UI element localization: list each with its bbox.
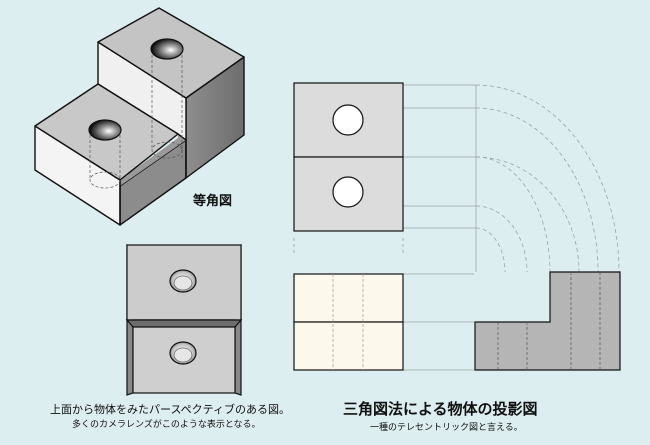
persp-lower-hole-inner bbox=[173, 347, 193, 363]
projection-arcs bbox=[475, 84, 620, 273]
iso-upper-hole bbox=[150, 38, 184, 60]
perspective-view bbox=[125, 243, 243, 396]
iso-lower-hole bbox=[88, 119, 122, 141]
ortho-front-view bbox=[293, 273, 404, 371]
persp-upper-hole-inner bbox=[173, 275, 193, 291]
ortho-side-hidden bbox=[497, 272, 601, 370]
perspective-caption-line1: 上面から物体をみたパースペクティブのある図。 bbox=[50, 403, 291, 416]
ortho-front-hidden bbox=[332, 274, 364, 370]
ortho-top-hole-upper bbox=[332, 104, 364, 136]
perspective-caption-line2: 多くのカメラレンズがこのような表示となる。 bbox=[72, 420, 261, 430]
ortho-side-view bbox=[474, 271, 621, 371]
iso-step-edge bbox=[177, 133, 187, 178]
persp-shadow-band bbox=[125, 319, 243, 328]
iso-hidden-lines bbox=[89, 50, 183, 189]
ortho-top-hole-lower bbox=[332, 176, 364, 208]
orthographic-title: 三角図法による物体の投影図 bbox=[343, 400, 538, 418]
orthographic-subtitle: 一種のテレセントリック図と言える。 bbox=[370, 423, 523, 433]
projection-guides bbox=[293, 84, 477, 371]
isometric-label: 等角図 bbox=[193, 194, 233, 209]
